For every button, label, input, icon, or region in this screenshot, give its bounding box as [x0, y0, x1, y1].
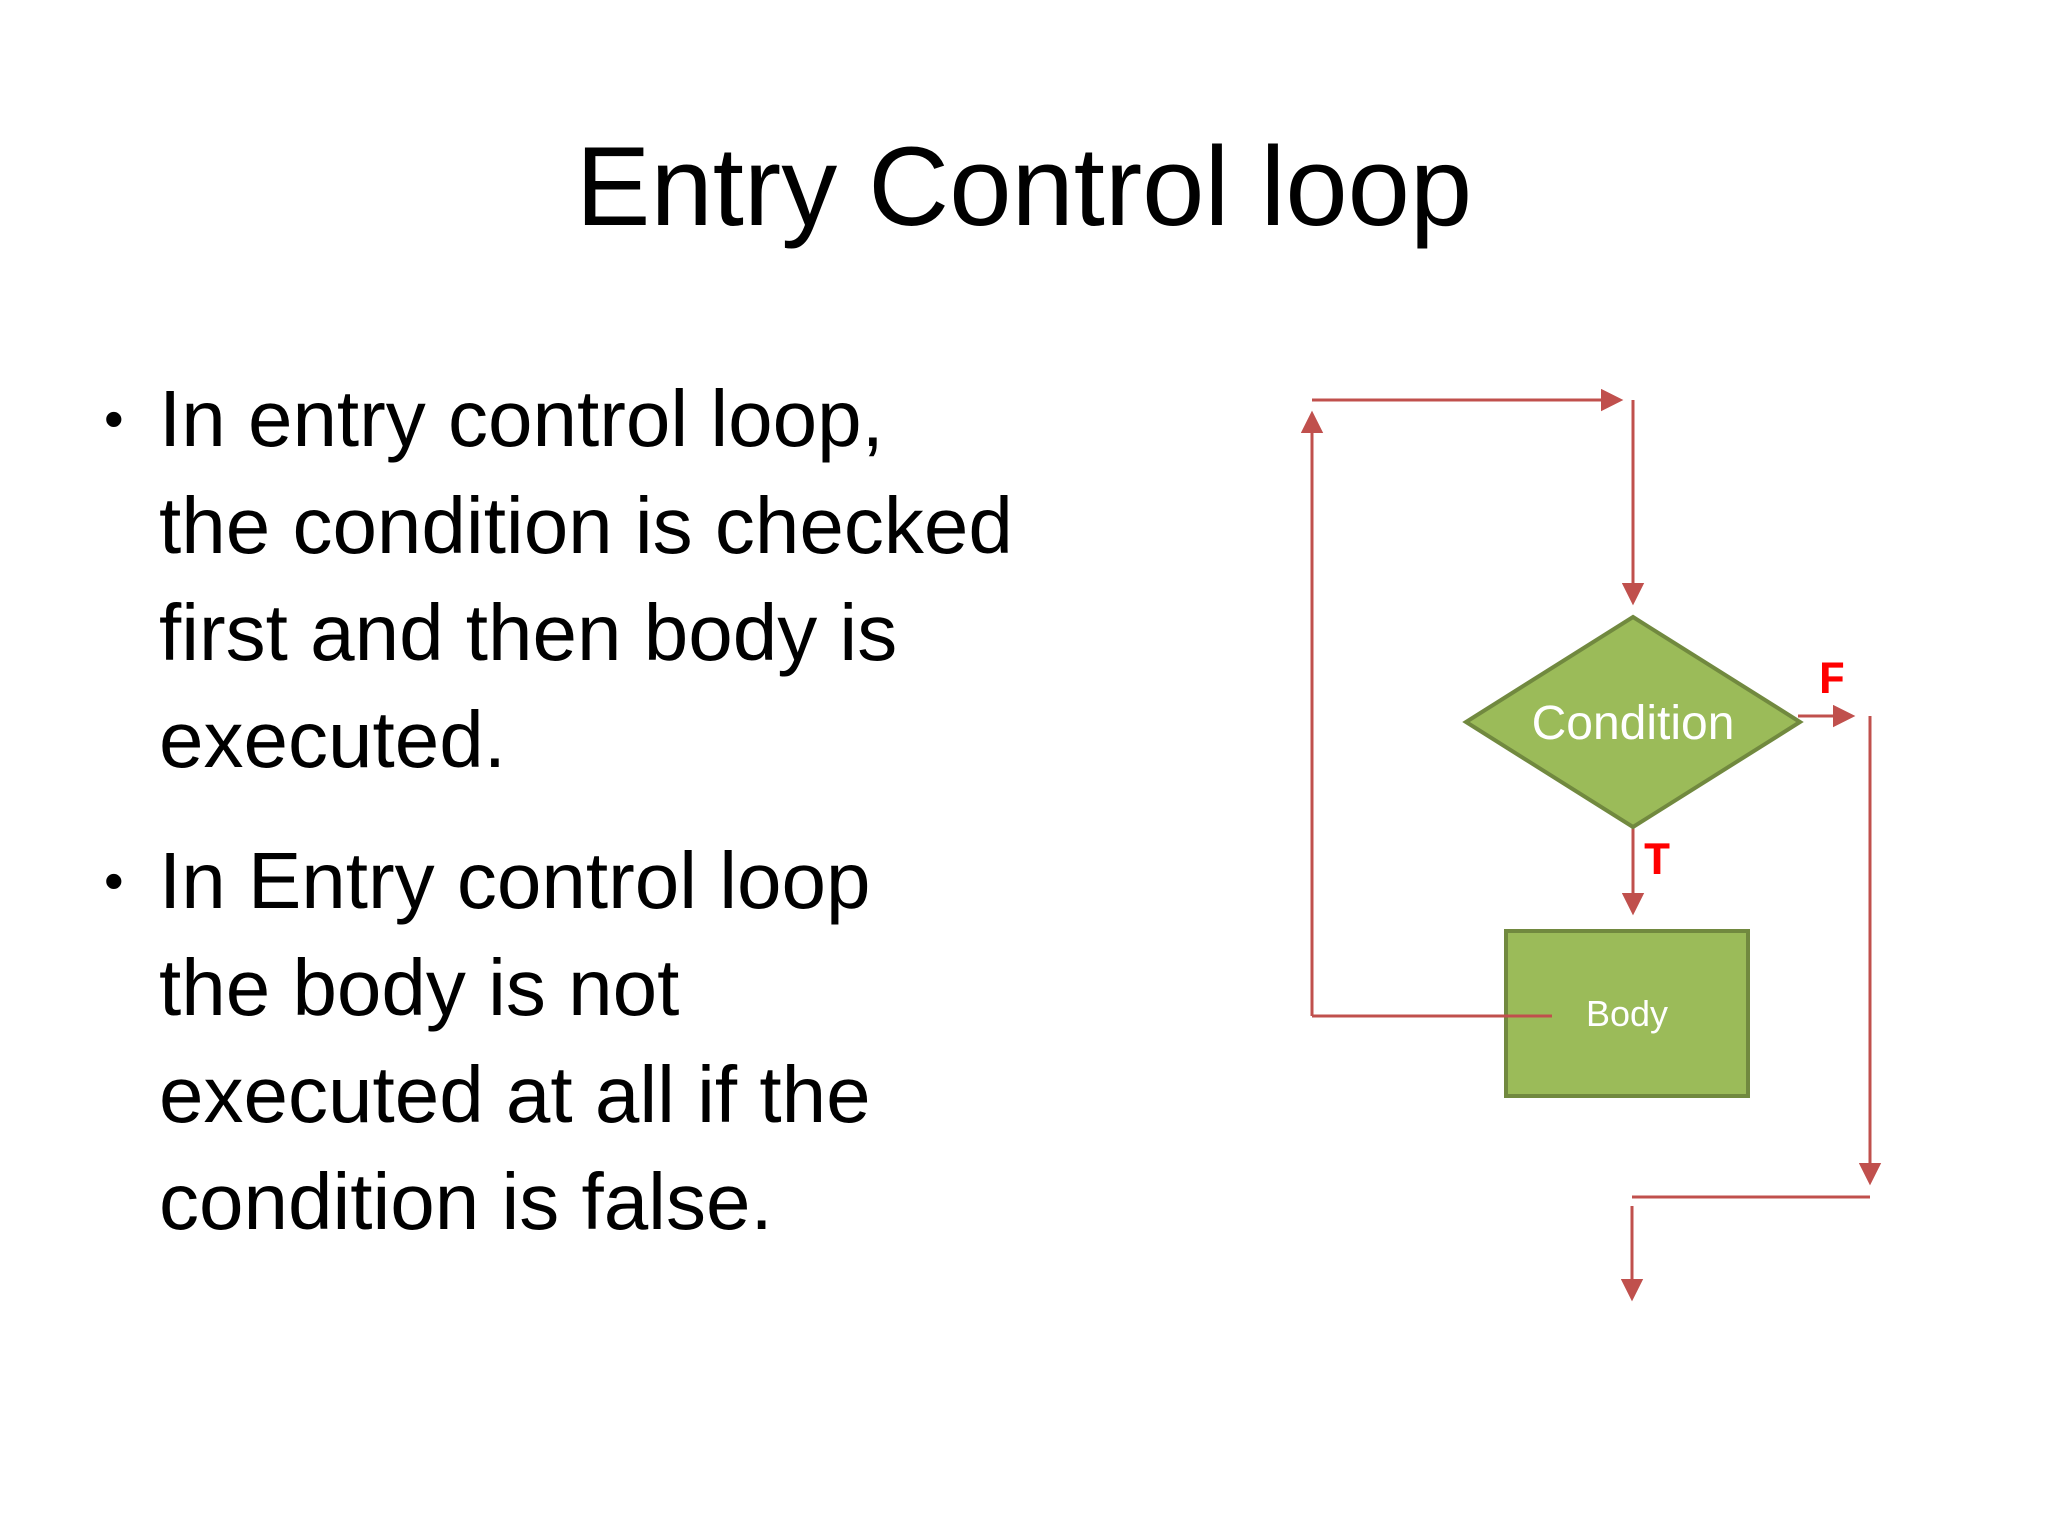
condition-label: Condition	[1532, 697, 1735, 750]
body-label: Body	[1586, 993, 1668, 1034]
bullet-list: • In entry control loop, the condition i…	[100, 365, 1190, 1255]
body-box	[1504, 929, 1750, 1098]
flowchart: Condition Body T F	[1300, 388, 1882, 1302]
slide-title: Entry Control loop	[575, 124, 1473, 249]
bullet-item-1: • In entry control loop, the condition i…	[100, 365, 1190, 793]
condition-diamond	[1462, 614, 1804, 830]
bullet-marker-1: •	[104, 387, 124, 450]
false-branch-label: F	[1818, 655, 1846, 707]
true-branch-label: T	[1643, 836, 1671, 888]
bullet-text-1: In entry control loop, the condition is …	[159, 374, 1013, 784]
bullet-marker-2: •	[104, 849, 124, 912]
bullet-text-2: In Entry control loop the body is not ex…	[159, 836, 871, 1246]
bullet-item-2: • In Entry control loop the body is not …	[100, 827, 1190, 1255]
